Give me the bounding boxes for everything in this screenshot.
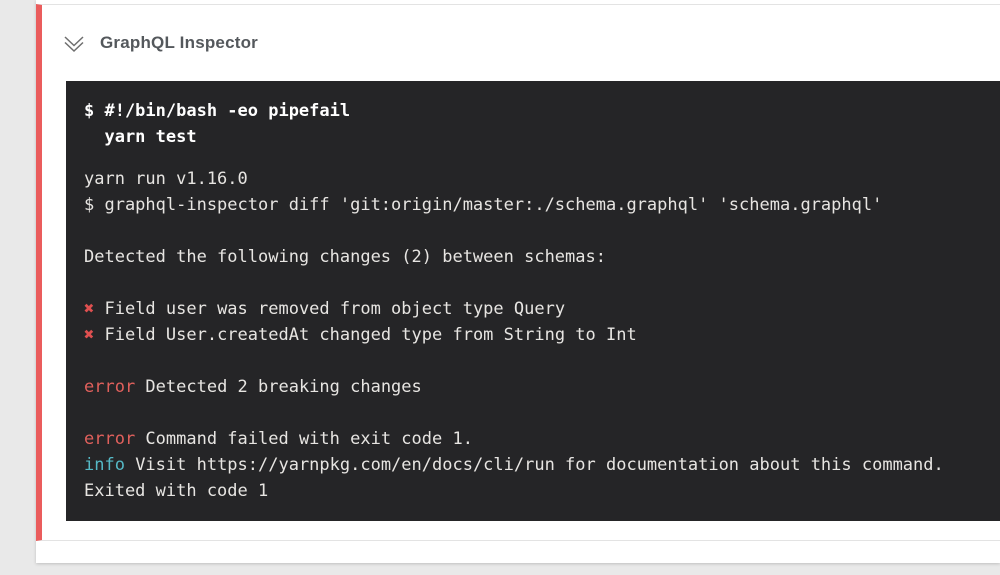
terminal-line: $ graphql-inspector diff 'git:origin/mas… (84, 195, 883, 215)
terminal-line: yarn run v1.16.0 (84, 169, 248, 189)
output-block: yarn run v1.16.0 $ graphql-inspector diff… (84, 166, 982, 504)
terminal-command-line: yarn test (84, 127, 197, 147)
command-block: $ #!/bin/bash -eo pipefail yarn test (84, 98, 982, 150)
terminal-line: info Visit https://yarnpkg.com/en/docs/c… (84, 455, 944, 475)
step-title: GraphQL Inspector (100, 33, 259, 52)
terminal-line: Detected the following changes (2) betwe… (84, 247, 606, 267)
terminal-line (84, 270, 982, 296)
terminal-command-line: $ #!/bin/bash -eo pipefail (84, 101, 351, 121)
build-output-panel: GraphQL Inspector $ #!/bin/bash -eo pipe… (36, 0, 1000, 563)
chevron-double-down-icon[interactable] (60, 30, 88, 56)
terminal-line: Exited with code 1 (84, 481, 269, 501)
terminal-line: error Command failed with exit code 1. (84, 429, 473, 449)
terminal-line (84, 348, 982, 374)
terminal-line: ✖ Field User.createdAt changed type from… (84, 325, 637, 345)
terminal-output: $ #!/bin/bash -eo pipefail yarn test yar… (66, 81, 1000, 521)
terminal-line (84, 400, 982, 426)
terminal-line: error Detected 2 breaking changes (84, 377, 422, 397)
terminal-line: ✖ Field user was removed from object typ… (84, 299, 566, 319)
terminal-line (84, 218, 982, 244)
step-header[interactable]: GraphQL Inspector (42, 5, 1000, 81)
step-card-graphql-inspector: GraphQL Inspector $ #!/bin/bash -eo pipe… (36, 4, 1000, 541)
